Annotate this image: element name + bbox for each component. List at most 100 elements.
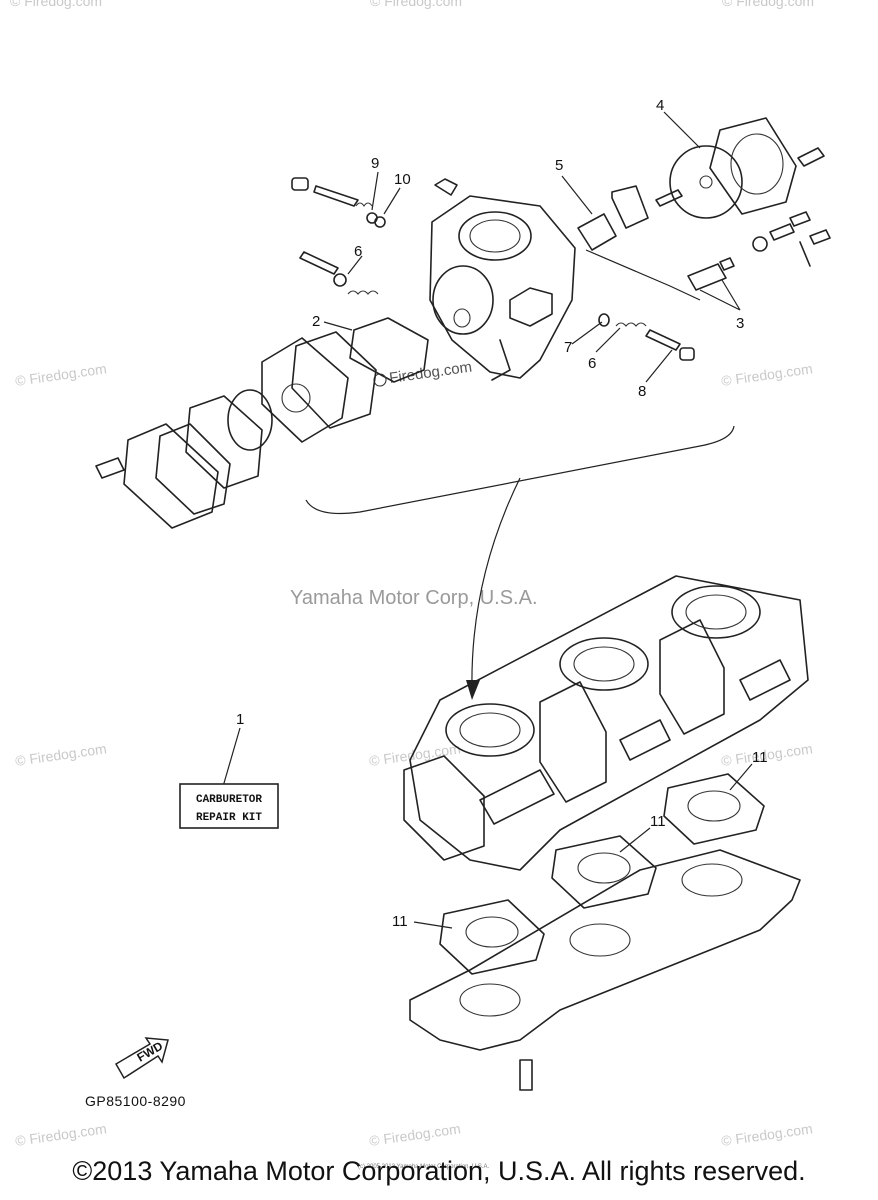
needle-valve-seat (577, 213, 617, 251)
spring-part (355, 202, 373, 207)
leader-line (619, 827, 651, 853)
clip-part (434, 178, 458, 196)
low-speed-screw (299, 251, 339, 275)
leader-line (371, 171, 379, 211)
gasket-front (439, 899, 545, 975)
check-valve-cap (719, 257, 735, 271)
carburetor-body (429, 195, 576, 379)
manifold-bolt (519, 1059, 533, 1091)
watermark: © Firedog.com (722, 0, 814, 9)
callout-2: 2 (312, 313, 320, 330)
watermark: © Firedog.com (14, 1120, 107, 1149)
watermark-group: © Firedog.com © Firedog.com © Firedog.co… (10, 0, 814, 1149)
diaphragm-center (699, 175, 713, 189)
carb-bore-front (445, 703, 535, 757)
watermark: © Firedog.com (720, 1120, 813, 1149)
pump-body-bore (281, 383, 311, 413)
forward-arrow: FWD (114, 1037, 169, 1080)
gasket-middle-hole (577, 852, 631, 884)
cover-screw (655, 189, 683, 207)
carburetor-assembly (221, 575, 809, 1091)
callout-11b: 11 (650, 813, 666, 830)
callout-11c: 11 (392, 913, 408, 930)
leader-line (663, 111, 701, 149)
leader-line (323, 321, 353, 331)
copyright-footer: ©2013 Yamaha Motor Corporation, U.S.A. A… (72, 1156, 806, 1186)
watermark: © Firedog.com (10, 0, 102, 9)
callout-3: 3 (736, 315, 744, 332)
pump-cover (432, 265, 494, 335)
callout-8: 8 (638, 383, 646, 400)
cap-part (291, 177, 309, 191)
pump-cover-plate (123, 423, 219, 529)
washer (333, 273, 347, 287)
leader-line (561, 175, 593, 215)
carb-body-middle (539, 681, 607, 803)
leader-line (413, 921, 453, 929)
carb-body-rear (659, 619, 725, 735)
callout-11a: 11 (752, 749, 768, 766)
manifold-port-front (459, 983, 521, 1017)
mixture-screw (313, 185, 359, 207)
leader-line (383, 187, 401, 215)
fitting (809, 229, 831, 245)
cover-screw (95, 457, 125, 479)
repair-kit-box: CARBURETOR REPAIR KIT (179, 783, 279, 829)
linkage-front (479, 769, 555, 825)
manifold-port-rear (681, 863, 743, 897)
watermark: © Firedog.com (14, 740, 107, 769)
watermark: © Firedog.com (368, 1120, 461, 1149)
repair-kit-line1: CARBURETOR (196, 794, 262, 806)
fwd-arrow-shape (114, 1037, 169, 1080)
leader-line (571, 321, 603, 345)
linkage-rear (739, 659, 791, 701)
carb-bore-rear-inner (685, 594, 747, 630)
callout-6a: 6 (354, 243, 362, 260)
small-copyright: (c) 2005 2013 Yamaha Motor Corporation, … (358, 1164, 490, 1170)
repair-kit-line2: REPAIR KIT (196, 812, 262, 824)
pump-cover-front (403, 755, 485, 861)
spring-part (347, 290, 379, 295)
callout-4: 4 (656, 97, 664, 114)
leader-line (347, 255, 363, 275)
pump-body (261, 337, 349, 443)
gasket-front-hole (465, 916, 519, 948)
high-speed-screw (645, 329, 681, 351)
callout-5: 5 (555, 157, 563, 174)
leader-line (221, 727, 241, 791)
diaphragm-gasket (349, 317, 429, 383)
intake-manifold (409, 849, 801, 1051)
manifold-port-middle (569, 923, 631, 957)
pump-diaphragm (155, 423, 231, 515)
fitting (769, 223, 795, 241)
cover-screw (797, 147, 825, 167)
carburetor-bore-inner (469, 219, 521, 253)
linkage-middle (619, 719, 671, 761)
callout-6b: 6 (588, 355, 596, 372)
pump-cover-boss (453, 308, 471, 328)
repair-kit-frame (179, 783, 279, 829)
throttle-linkage (509, 287, 553, 327)
pin (799, 241, 811, 267)
o-ring (598, 313, 610, 327)
carburetor-bore (458, 211, 532, 261)
leader-line (595, 327, 621, 353)
fitting (789, 211, 811, 227)
callout-1: 1 (236, 711, 244, 728)
pump-plate (291, 331, 377, 429)
pump-gasket (185, 395, 263, 489)
watermark: Firedog.com (388, 359, 473, 387)
watermark: © Firedog.com (370, 0, 462, 9)
carb-bore-middle (559, 637, 649, 691)
leader-line (585, 249, 701, 301)
watermark: © Firedog.com (368, 740, 461, 769)
diaphragm-cover-inner (730, 133, 784, 195)
o-ring (374, 216, 386, 228)
bracket-line (305, 425, 735, 515)
leader-line (645, 349, 673, 383)
gasket-rear-hole (687, 790, 741, 822)
center-watermark: Yamaha Motor Corp, U.S.A. (290, 587, 538, 609)
gasket-rear (663, 773, 765, 845)
needle-valve-cover (611, 185, 649, 229)
